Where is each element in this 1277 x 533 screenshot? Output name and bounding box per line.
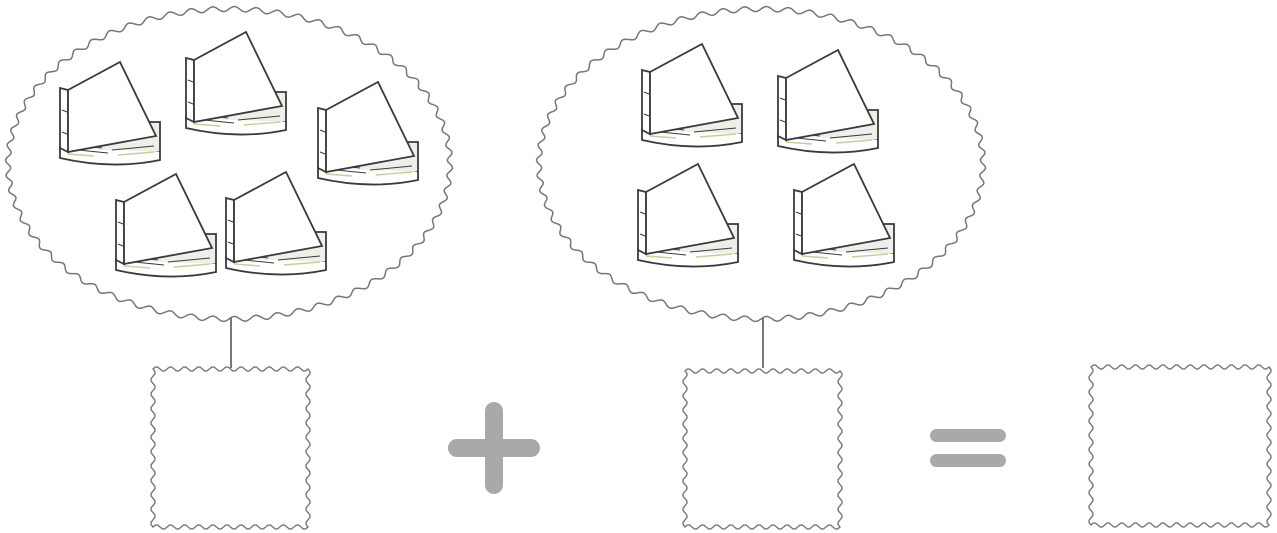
book-group-1-cloud bbox=[4, 5, 454, 323]
equals-icon bbox=[930, 429, 1006, 467]
book-icon bbox=[59, 61, 161, 166]
book-icon bbox=[225, 171, 327, 276]
book-icon bbox=[317, 81, 419, 186]
book-icon bbox=[793, 163, 895, 268]
book-icon bbox=[115, 173, 217, 278]
answer-box-1[interactable] bbox=[150, 366, 311, 530]
book-icon bbox=[637, 163, 739, 268]
book-icon bbox=[185, 31, 287, 136]
book-group-1 bbox=[59, 31, 419, 278]
answer-box-3[interactable] bbox=[1088, 364, 1272, 528]
book-group-2 bbox=[637, 43, 895, 268]
book-icon bbox=[641, 43, 743, 148]
book-icon bbox=[777, 49, 879, 154]
book-group-2-cloud bbox=[535, 5, 987, 323]
answer-box-2[interactable] bbox=[682, 368, 843, 530]
plus-icon bbox=[448, 402, 540, 494]
